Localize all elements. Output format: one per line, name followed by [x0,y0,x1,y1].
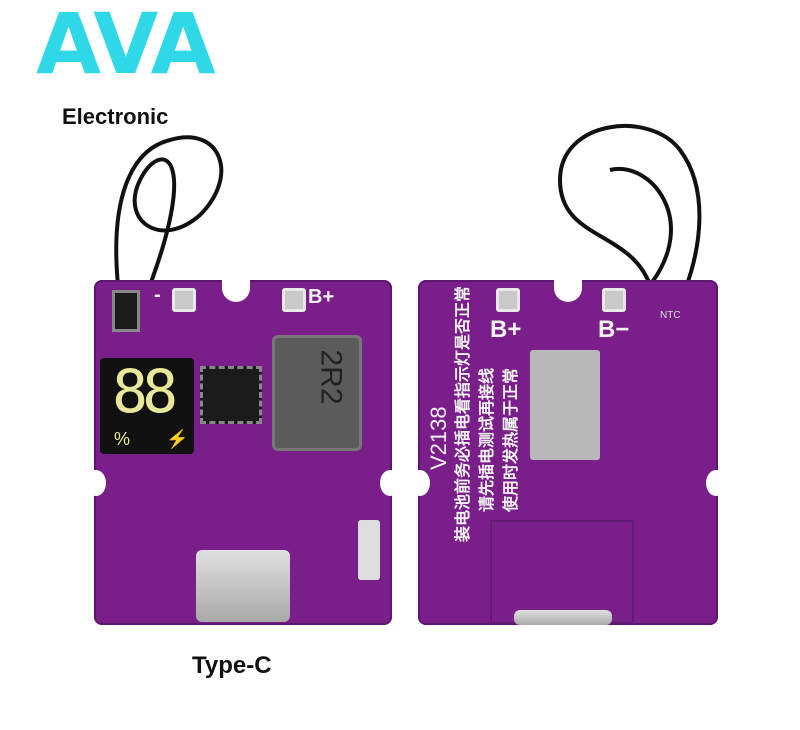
percent-symbol: % [114,429,131,449]
back-minus-label: B− [598,316,630,343]
back-wire-2 [609,166,673,287]
note-line-2: 请先插电测试再接线 [479,367,496,512]
mount-hole [86,470,106,496]
mount-hole [380,470,400,496]
board-notch [222,280,250,302]
note-line-1: 装电池前务必插电看指示灯是否正常 [455,285,472,542]
minus-pad [172,288,196,312]
charge-bolt-icon: ⚡ [166,429,189,449]
minus-pad [602,288,626,312]
brand-logo: AVA [36,0,216,93]
model-label: V2138 [426,406,451,470]
usb-c-port-back [514,610,612,625]
inductor: 2R2 [272,335,362,451]
note-line-3: 使用时发热属于正常 [503,367,520,512]
led-display: 88 % ⚡ [100,358,194,454]
solder-pad-area [530,350,600,460]
type-c-caption: Type-C [192,652,272,679]
plus-pad [496,288,520,312]
slide-switch [358,520,380,580]
mount-hole [410,470,430,496]
plus-label: B+ [308,286,335,308]
back-wire [557,124,702,291]
minus-label: - [154,284,161,306]
ntc-label: NTC [660,310,681,321]
plus-pad [282,288,306,312]
brand-subtitle: Electronic [62,104,169,129]
back-plus-label: B+ [490,316,522,343]
mosfet [112,290,140,332]
pcb-back: B+ B− NTC V2138 装电池前务必插电看指示灯是否正常 请先插电测试再… [410,280,726,625]
mount-hole [706,470,726,496]
display-digits: 88 [112,357,178,427]
usb-footprint [490,520,634,624]
board-notch [554,280,582,302]
usb-c-port [196,550,290,622]
controller-chip [200,366,262,424]
inductor-label: 2R2 [314,349,348,405]
front-wire [114,135,224,286]
